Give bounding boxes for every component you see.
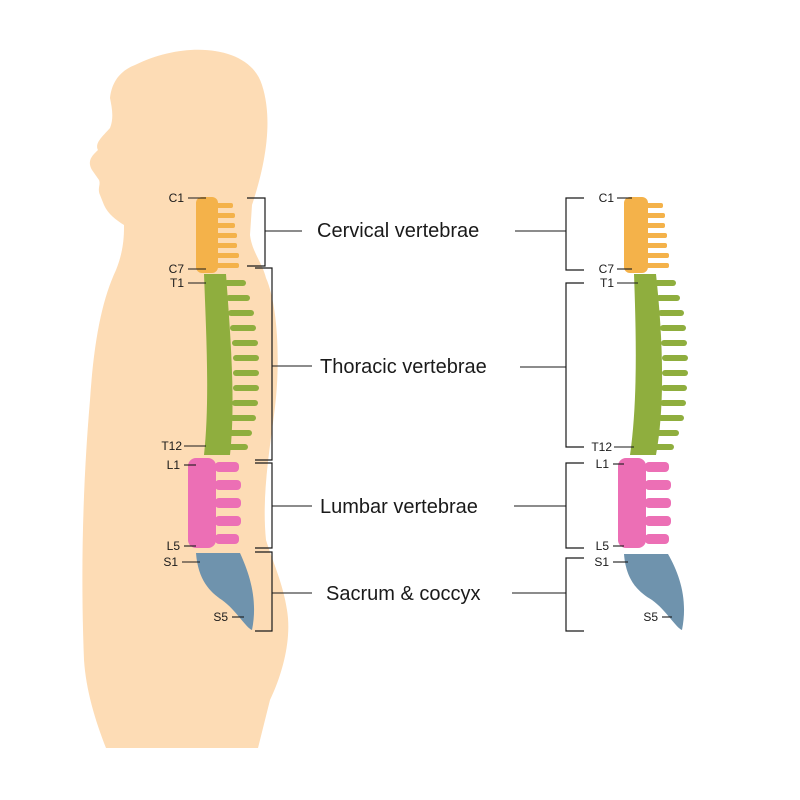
label-t1: T1 <box>170 276 184 290</box>
label-s1-right: S1 <box>594 555 609 569</box>
vertebra-labels-left: C1 C7 T1 T12 L1 L5 S1 S5 <box>161 191 244 624</box>
region-label-sacrum: Sacrum & coccyx <box>326 583 480 605</box>
label-t1-right: T1 <box>600 276 614 290</box>
spine-right <box>618 197 688 630</box>
label-c7: C7 <box>169 262 185 276</box>
label-s1: S1 <box>163 555 178 569</box>
body-silhouette <box>82 49 289 749</box>
spine-left <box>188 197 259 630</box>
label-l1: L1 <box>167 458 181 472</box>
cervical-segment-right <box>624 197 669 273</box>
lumbar-segment-right <box>618 458 671 548</box>
label-t12-right: T12 <box>591 440 612 454</box>
thoracic-segment-right <box>630 274 688 455</box>
region-label-cervical: Cervical vertebrae <box>317 220 479 242</box>
label-s5: S5 <box>213 610 228 624</box>
label-l1-right: L1 <box>596 457 610 471</box>
region-label-thoracic: Thoracic vertebrae <box>320 356 487 378</box>
brackets-right <box>512 197 584 632</box>
label-l5-right: L5 <box>596 539 610 553</box>
label-l5: L5 <box>167 539 181 553</box>
thoracic-segment-left <box>204 274 259 455</box>
vertebra-labels-right: C1 C7 T1 T12 L1 L5 S1 S5 <box>591 191 672 624</box>
label-c1: C1 <box>169 191 185 205</box>
label-s5-right: S5 <box>643 610 658 624</box>
region-label-lumbar: Lumbar vertebrae <box>320 496 478 518</box>
label-t12: T12 <box>161 439 182 453</box>
sacrum-segment-right <box>624 554 685 630</box>
label-c7-right: C7 <box>599 262 615 276</box>
sacrum-segment-left <box>196 553 255 630</box>
cervical-segment-left <box>196 197 239 273</box>
label-c1-right: C1 <box>599 191 615 205</box>
brackets-left <box>247 197 312 632</box>
lumbar-segment-left <box>188 458 241 548</box>
